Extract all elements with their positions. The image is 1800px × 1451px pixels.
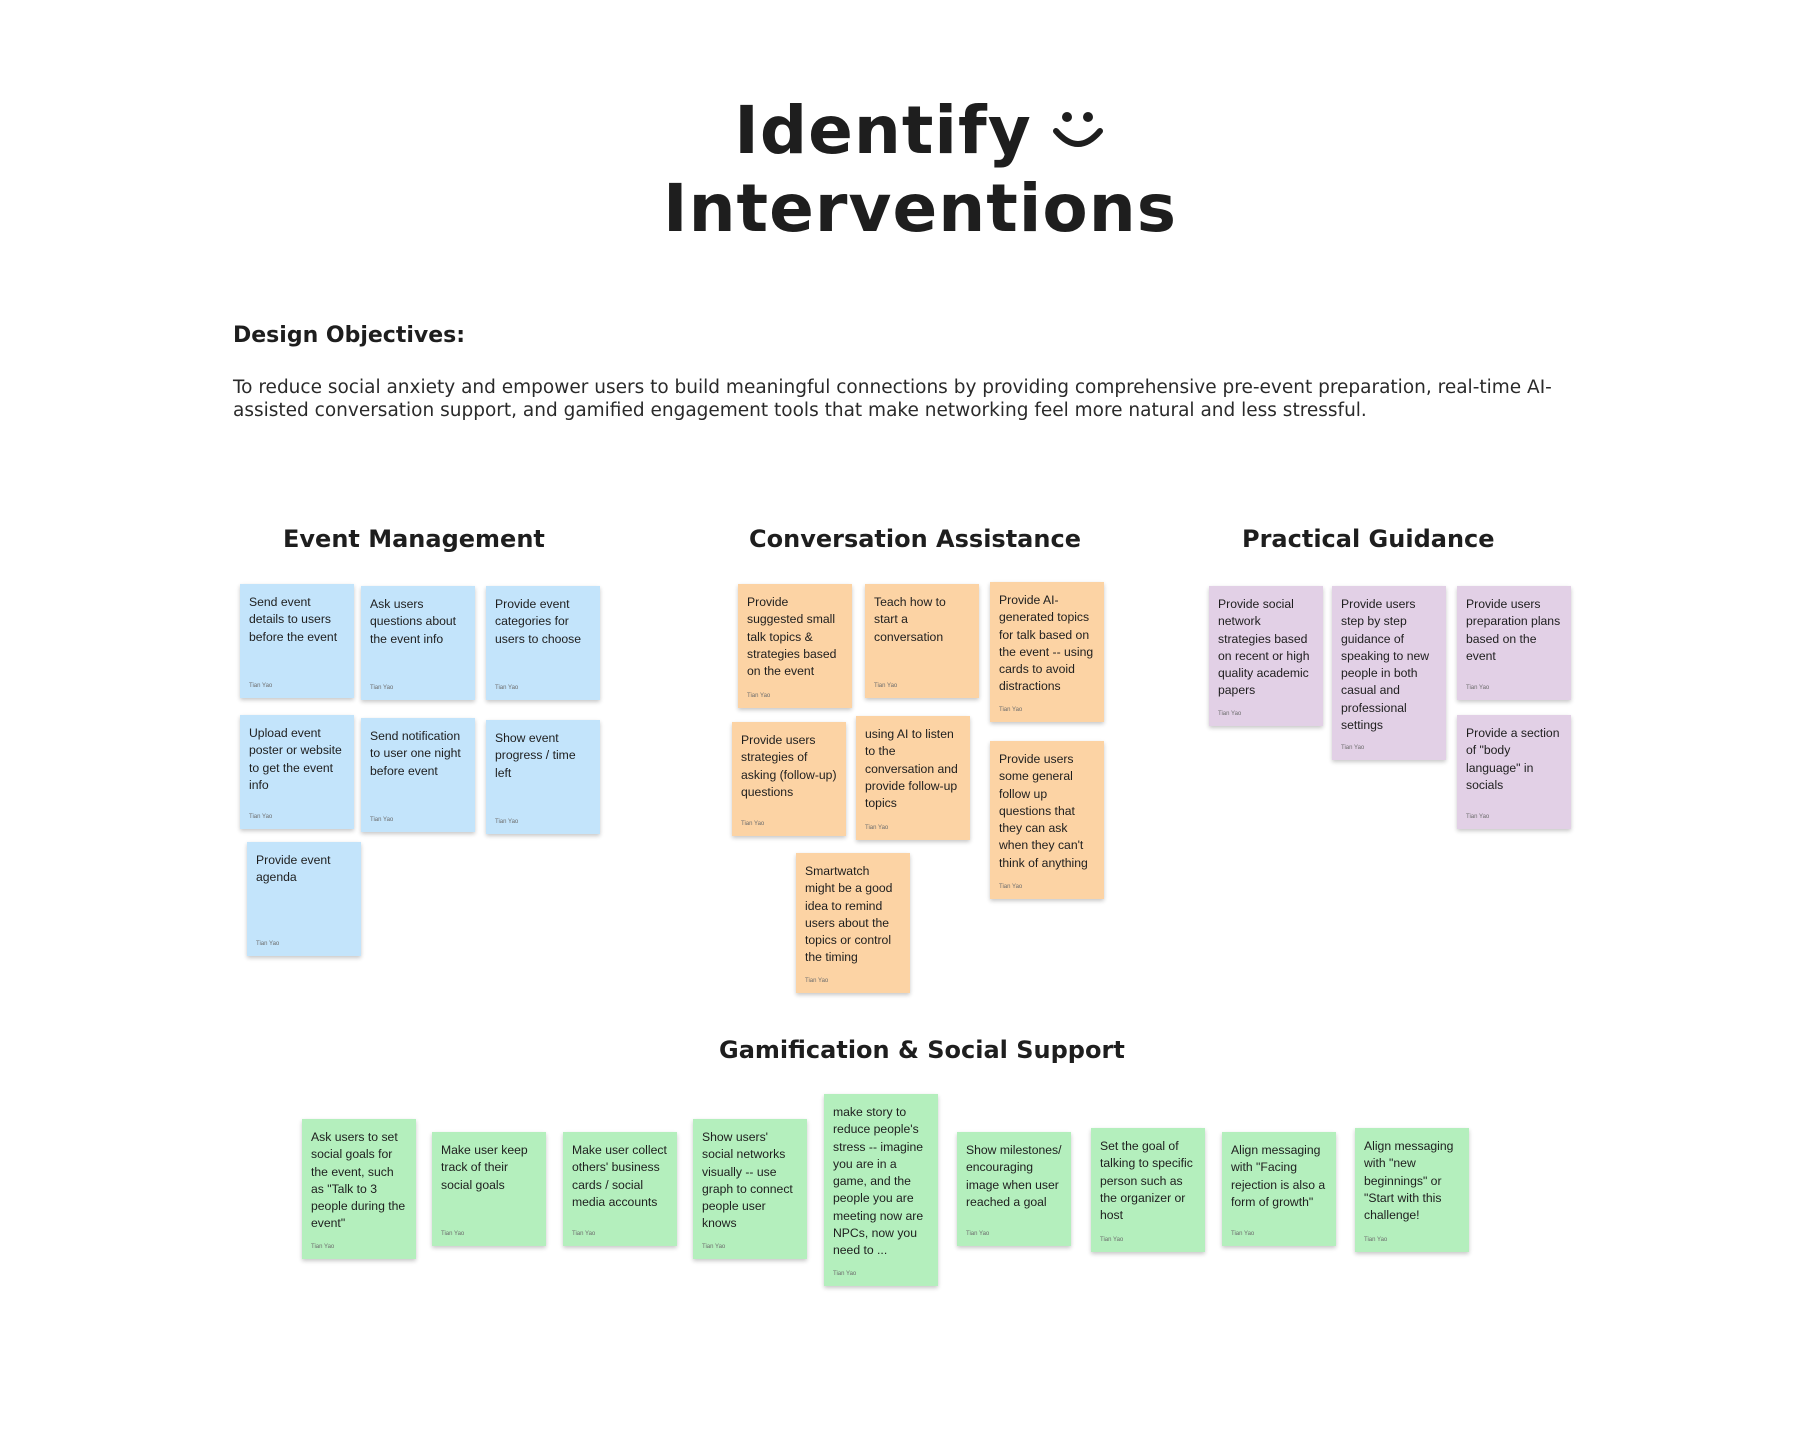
note-author: Tian Yao (966, 1231, 990, 1237)
note-text: Provide suggested small talk topics & st… (747, 595, 837, 679)
note-author: Tian Yao (1341, 745, 1365, 751)
note-text: Provide users some general follow up que… (999, 752, 1088, 870)
note-text: Send notification to user one night befo… (370, 729, 461, 778)
note-text: Upload event poster or website to get th… (249, 726, 342, 792)
note-text: using AI to listen to the conversation a… (865, 727, 958, 811)
note-text: Show users' social networks visually -- … (702, 1130, 793, 1231)
group-title-gamification: Gamification & Social Support (719, 1036, 1125, 1064)
title-line-1: Identify (620, 92, 1220, 170)
sticky-note[interactable]: Show users' social networks visually -- … (693, 1119, 807, 1259)
note-author: Tian Yao (495, 819, 519, 825)
note-author: Tian Yao (702, 1244, 726, 1250)
sticky-note[interactable]: Provide users strategies of asking (foll… (732, 722, 846, 836)
sticky-note[interactable]: Provide a section of "body language" in … (1457, 715, 1571, 829)
note-text: Provide event categories for users to ch… (495, 597, 582, 646)
note-text: Show milestones/ encouraging image when … (966, 1143, 1062, 1209)
sticky-note[interactable]: using AI to listen to the conversation a… (856, 716, 970, 840)
sticky-note[interactable]: Send event details to users before the e… (240, 584, 354, 698)
note-author: Tian Yao (741, 821, 765, 827)
note-author: Tian Yao (1231, 1231, 1255, 1237)
note-author: Tian Yao (572, 1231, 596, 1237)
sticky-note[interactable]: Set the goal of talking to specific pers… (1091, 1128, 1205, 1252)
sticky-note[interactable]: Upload event poster or website to get th… (240, 715, 354, 829)
note-author: Tian Yao (249, 683, 273, 689)
note-author: Tian Yao (1364, 1237, 1388, 1243)
sticky-note[interactable]: Provide users step by step guidance of s… (1332, 586, 1446, 760)
group-title-event-management: Event Management (283, 525, 545, 553)
sticky-note[interactable]: Provide users some general follow up que… (990, 741, 1104, 899)
title-line-1-text: Identify (734, 92, 1032, 169)
sticky-note[interactable]: Provide users preparation plans based on… (1457, 586, 1571, 700)
note-text: Teach how to start a conversation (874, 595, 946, 644)
sticky-note[interactable]: Provide social network strategies based … (1209, 586, 1323, 726)
note-text: Set the goal of talking to specific pers… (1100, 1139, 1193, 1223)
note-text: Ask users questions about the event info (370, 597, 457, 646)
note-text: Make user keep track of their social goa… (441, 1143, 528, 1192)
note-text: Provide a section of "body language" in … (1466, 726, 1560, 792)
sticky-note[interactable]: Provide event categories for users to ch… (486, 586, 600, 700)
sticky-note[interactable]: Provide suggested small talk topics & st… (738, 584, 852, 708)
note-text: Smartwatch might be a good idea to remin… (805, 864, 893, 965)
note-author: Tian Yao (999, 884, 1023, 890)
note-text: Send event details to users before the e… (249, 595, 338, 644)
note-text: Provide users strategies of asking (foll… (741, 733, 837, 799)
note-author: Tian Yao (370, 685, 394, 691)
note-author: Tian Yao (495, 685, 519, 691)
note-author: Tian Yao (999, 707, 1023, 713)
sticky-note[interactable]: Smartwatch might be a good idea to remin… (796, 853, 910, 993)
note-author: Tian Yao (249, 814, 273, 820)
note-author: Tian Yao (805, 978, 829, 984)
note-author: Tian Yao (865, 825, 889, 831)
sticky-note[interactable]: Ask users questions about the event info… (361, 586, 475, 700)
page-title: Identify Interventions (620, 92, 1220, 248)
note-author: Tian Yao (833, 1271, 857, 1277)
note-text: Make user collect others' business cards… (572, 1143, 667, 1209)
title-line-2: Interventions (663, 170, 1177, 247)
note-author: Tian Yao (311, 1244, 335, 1250)
note-author: Tian Yao (256, 941, 280, 947)
note-author: Tian Yao (1218, 711, 1242, 717)
note-text: Show event progress / time left (495, 731, 576, 780)
objectives-text: To reduce social anxiety and empower use… (233, 377, 1552, 421)
sticky-note[interactable]: Ask users to set social goals for the ev… (302, 1119, 416, 1259)
sticky-note[interactable]: make story to reduce people's stress -- … (824, 1094, 938, 1286)
note-author: Tian Yao (1100, 1237, 1124, 1243)
note-author: Tian Yao (1466, 814, 1490, 820)
note-author: Tian Yao (370, 817, 394, 823)
note-text: Align messaging with "Facing rejection i… (1231, 1143, 1326, 1209)
note-text: Ask users to set social goals for the ev… (311, 1130, 406, 1231)
note-text: Provide users preparation plans based on… (1466, 597, 1561, 663)
note-text: Provide event agenda (256, 853, 331, 885)
note-text: Provide social network strategies based … (1218, 597, 1310, 698)
group-title-practical-guidance: Practical Guidance (1242, 525, 1495, 553)
sticky-note[interactable]: Align messaging with "new beginnings" or… (1355, 1128, 1469, 1252)
sticky-note[interactable]: Send notification to user one night befo… (361, 718, 475, 832)
sticky-note[interactable]: Make user collect others' business cards… (563, 1132, 677, 1246)
note-author: Tian Yao (747, 693, 771, 699)
sticky-note[interactable]: Show milestones/ encouraging image when … (957, 1132, 1071, 1246)
note-text: Provide users step by step guidance of s… (1341, 597, 1430, 733)
note-author: Tian Yao (441, 1231, 465, 1237)
note-author: Tian Yao (1466, 685, 1490, 691)
sticky-note[interactable]: Provide AI-generated topics for talk bas… (990, 582, 1104, 722)
smiley-icon (1052, 111, 1103, 147)
note-text: Align messaging with "new beginnings" or… (1364, 1139, 1454, 1223)
group-title-conversation-assistance: Conversation Assistance (749, 525, 1081, 553)
sticky-note[interactable]: Align messaging with "Facing rejection i… (1222, 1132, 1336, 1246)
note-author: Tian Yao (874, 683, 898, 689)
note-text: make story to reduce people's stress -- … (833, 1105, 924, 1258)
objectives-heading: Design Objectives: (233, 323, 466, 348)
sticky-note[interactable]: Make user keep track of their social goa… (432, 1132, 546, 1246)
note-text: Provide AI-generated topics for talk bas… (999, 593, 1094, 694)
